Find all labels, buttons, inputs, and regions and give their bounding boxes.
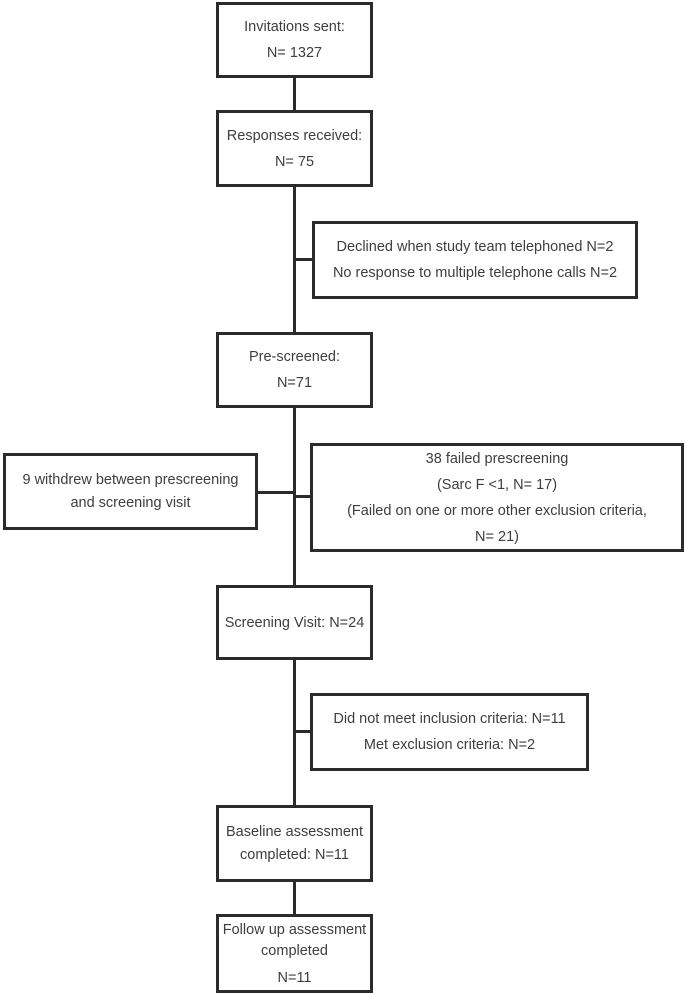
node-text-line: completed: [261, 942, 328, 959]
node-text-line: and screening visit: [70, 495, 191, 511]
node-text-line: N= 75: [274, 153, 315, 170]
connector-baseline-to-followup: [293, 882, 296, 914]
connector-invitations-to-responses: [293, 78, 296, 110]
node-withdrew: 9 withdrew between prescreening and scre…: [3, 453, 258, 530]
node-followup-assessment: Follow up assessment completed N=11: [216, 914, 373, 993]
node-text-line: Follow up assessment: [222, 921, 367, 938]
node-pre-screened: Pre-screened: N=71: [216, 332, 373, 408]
node-text-line: N= 1327: [266, 45, 323, 61]
node-text-line: Pre-screened:: [248, 349, 341, 365]
node-not-eligible: Did not meet inclusion criteria: N=11 Me…: [310, 693, 589, 771]
node-text-line: Responses received:: [226, 127, 363, 144]
connector-stub-failed-prescreening: [294, 495, 310, 498]
node-text-line: N=71: [276, 375, 313, 391]
node-text-line: Baseline assessment: [225, 824, 363, 840]
connector-stub-withdrew: [258, 491, 296, 494]
node-text-line: N=11: [277, 969, 312, 986]
connector-stub-not-eligible: [294, 730, 310, 733]
node-text-line: Did not meet inclusion criteria: N=11: [333, 711, 566, 727]
node-invitations-sent: Invitations sent: N= 1327: [216, 2, 373, 78]
node-text-line: (Sarc F <1, N= 17): [436, 476, 558, 493]
node-text-line: 9 withdrew between prescreening: [22, 472, 239, 488]
connector-stub-declined: [294, 258, 312, 261]
node-text-line: (Failed on one or more other exclusion c…: [347, 502, 647, 519]
node-responses-received: Responses received: N= 75: [216, 110, 373, 187]
node-text-line: 38 failed prescreening: [425, 450, 569, 467]
node-text-line: Invitations sent:: [244, 19, 345, 35]
node-declined-no-response: Declined when study team telephoned N=2 …: [312, 221, 638, 299]
node-text-line: N= 21): [475, 528, 519, 545]
node-text-line: completed: N=11: [240, 847, 349, 863]
node-text-line: Screening Visit: N=24: [224, 614, 365, 631]
node-text-line: No response to multiple telephone calls …: [332, 265, 618, 281]
node-failed-prescreening: 38 failed prescreening (Sarc F <1, N= 17…: [310, 443, 684, 552]
node-text-line: Met exclusion criteria: N=2: [363, 737, 536, 753]
node-baseline-assessment: Baseline assessment completed: N=11: [216, 805, 373, 882]
node-text-line: Declined when study team telephoned N=2: [336, 239, 614, 255]
node-screening-visit: Screening Visit: N=24: [216, 585, 373, 660]
